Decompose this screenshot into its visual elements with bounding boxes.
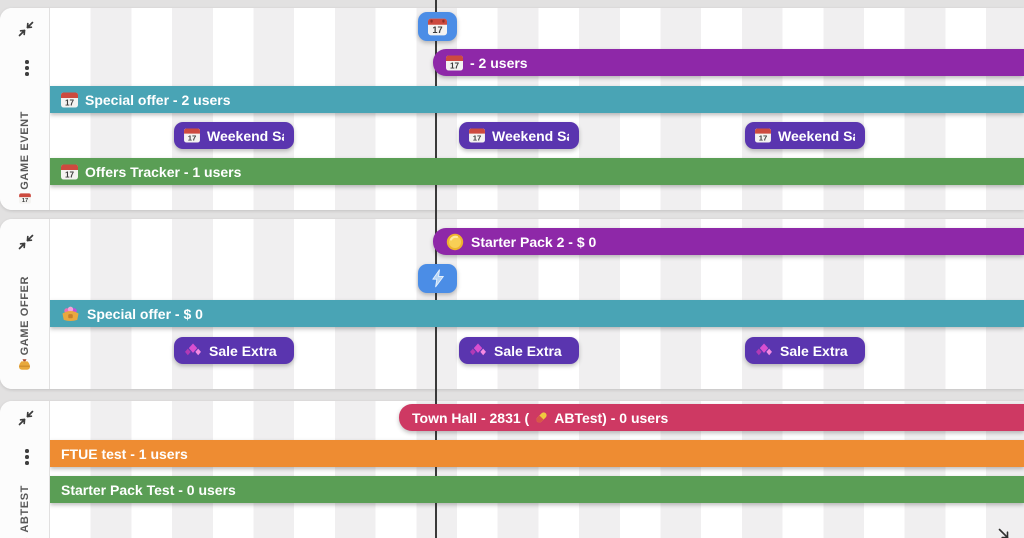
offer-bar-label: Special offer - $ 0 — [87, 305, 203, 322]
collapse-section-icon[interactable] — [997, 527, 1011, 538]
moneybag-icon — [18, 358, 31, 371]
abtest-bar-label-post: ABTest) - 0 users — [554, 409, 669, 426]
section-sidebar: GAME EVENT 17 — [0, 8, 50, 210]
collapse-section-icon[interactable] — [17, 409, 35, 427]
section-title-block: ABTEST — [0, 485, 49, 538]
abtest-bar-ftue-test[interactable]: FTUE test - 1 users — [50, 440, 1024, 467]
event-bar-label: - 2 users — [470, 54, 528, 71]
offer-milestone-flash[interactable] — [418, 264, 457, 293]
section-sidebar: GAME OFFER — [0, 219, 50, 389]
calendar-icon: 17 — [446, 55, 463, 71]
event-bar-offers-tracker[interactable]: 17 Offers Tracker - 1 users — [50, 158, 1024, 185]
pill-icon — [534, 410, 549, 425]
event-bar-weekend-sale-2[interactable]: 17 Weekend Sa — [459, 122, 579, 149]
event-bar-weekend-sale-1[interactable]: 17 Weekend Sa — [174, 122, 294, 149]
svg-text:17: 17 — [432, 25, 442, 35]
calendar-icon: 17 — [469, 128, 485, 143]
gems-icon — [469, 343, 487, 358]
treasure-icon — [61, 306, 80, 322]
section-title-block: GAME EVENT 17 — [0, 111, 49, 204]
event-bar-weekend-sale-3[interactable]: 17 Weekend Sa — [745, 122, 865, 149]
coin-icon — [446, 233, 464, 251]
abtest-bar-town-hall[interactable]: Town Hall - 2831 ( ABTest) - 0 users — [399, 404, 1024, 431]
gems-icon — [184, 343, 202, 358]
offer-bar-label: Sale Extra — [209, 342, 277, 359]
section-title-block: GAME OFFER — [0, 276, 49, 371]
svg-text:17: 17 — [21, 198, 27, 204]
calendar-icon: 17 — [61, 164, 78, 180]
svg-text:17: 17 — [473, 134, 482, 143]
offer-bar-sale-extra-2[interactable]: Sale Extra — [459, 337, 579, 364]
more-menu-icon[interactable] — [24, 60, 30, 76]
event-bar-label: Special offer - 2 users — [85, 91, 231, 108]
offer-bar-starter-pack-2[interactable]: Starter Pack 2 - $ 0 — [433, 228, 1024, 255]
event-bar-special-offer[interactable]: 17 Special offer - 2 users — [50, 86, 1024, 113]
more-menu-icon[interactable] — [24, 449, 30, 465]
calendar-icon: 17 — [184, 128, 200, 143]
svg-text:17: 17 — [759, 134, 768, 143]
offer-bar-label: Starter Pack 2 - $ 0 — [471, 233, 597, 250]
offer-bar-label: Sale Extra — [780, 342, 848, 359]
offer-bar-sale-extra-3[interactable]: Sale Extra — [745, 337, 865, 364]
event-milestone-calendar[interactable]: 17 — [418, 12, 457, 41]
calendar-icon: 17 — [755, 128, 771, 143]
collapse-section-icon[interactable] — [17, 233, 35, 251]
abtest-bar-label: Starter Pack Test - 0 users — [61, 481, 236, 498]
gems-icon — [755, 343, 773, 358]
svg-text:17: 17 — [188, 134, 197, 143]
abtest-bar-starter-pack-test[interactable]: Starter Pack Test - 0 users — [50, 476, 1024, 503]
event-bar-label: Weekend Sa — [492, 127, 569, 144]
calendar-icon: 17 — [61, 92, 78, 108]
offer-bar-sale-extra-1[interactable]: Sale Extra — [174, 337, 294, 364]
section-title: ABTEST — [18, 485, 31, 533]
event-bar-untitled[interactable]: 17 - 2 users — [433, 49, 1024, 76]
section-abtest: Town Hall - 2831 ( ABTest) - 0 users FTU… — [0, 401, 1024, 538]
section-sidebar: ABTEST — [0, 401, 50, 538]
section-title: GAME EVENT — [18, 111, 31, 190]
calendar-icon: 17 — [18, 193, 31, 204]
event-bar-label: Offers Tracker - 1 users — [85, 163, 242, 180]
section-title: GAME OFFER — [18, 275, 31, 355]
event-bar-label: Weekend Sa — [207, 127, 284, 144]
offer-bar-label: Sale Extra — [494, 342, 562, 359]
abtest-bar-label: FTUE test - 1 users — [61, 445, 188, 462]
abtest-bar-label-pre: Town Hall - 2831 ( — [412, 409, 530, 426]
section-game-event: 17 17 - 2 users 17 Spe — [0, 8, 1024, 210]
lightning-icon — [431, 269, 445, 288]
section-game-offer: Starter Pack 2 - $ 0 Special offer - $ 0 — [0, 219, 1024, 389]
svg-text:17: 17 — [450, 61, 460, 70]
calendar-icon: 17 — [428, 18, 447, 36]
svg-text:17: 17 — [65, 98, 75, 107]
collapse-section-icon[interactable] — [17, 20, 35, 38]
svg-text:17: 17 — [65, 170, 75, 179]
offer-bar-special-offer[interactable]: Special offer - $ 0 — [50, 300, 1024, 327]
event-bar-label: Weekend Sa — [778, 127, 855, 144]
